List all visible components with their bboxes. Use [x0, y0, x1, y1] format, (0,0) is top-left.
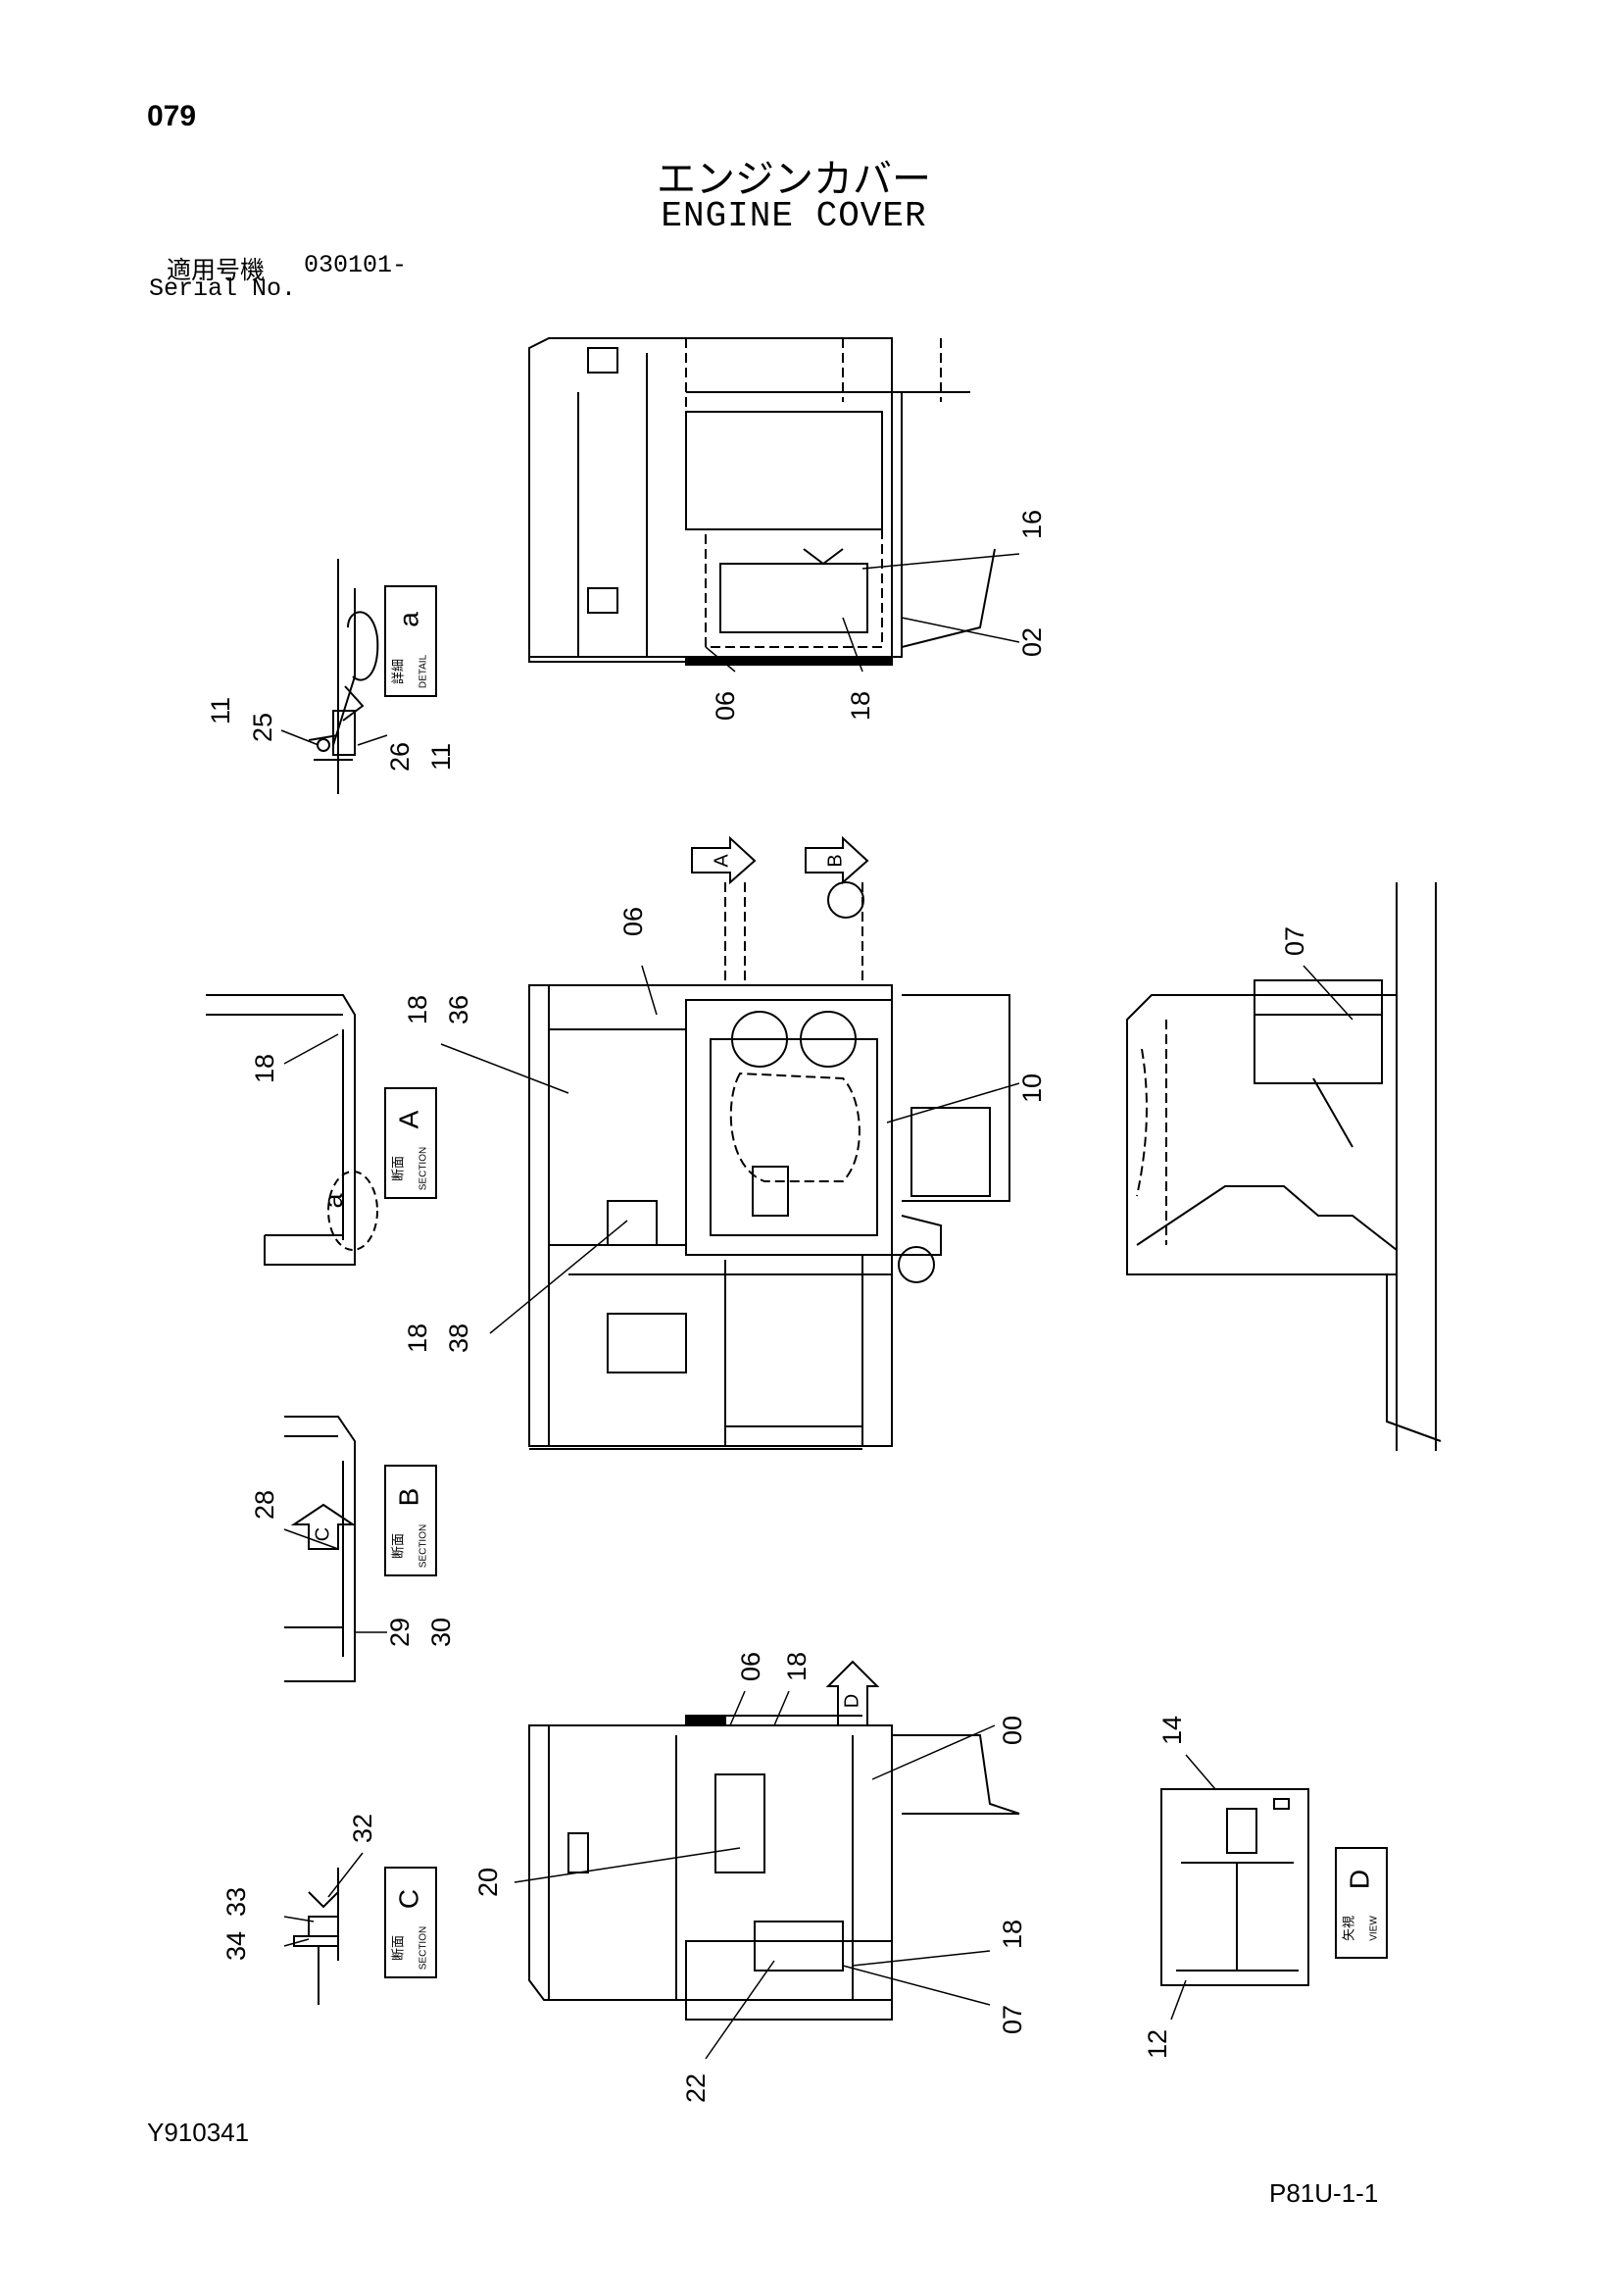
section-c-box-letter: C: [393, 1889, 423, 1909]
section-c-drawing: [293, 1868, 339, 2005]
section-c-box-jp: 断面: [392, 1935, 407, 1961]
title-english: ENGINE COVER: [661, 196, 927, 236]
callout-top-18: 18: [846, 691, 875, 721]
page-number: 079: [147, 100, 197, 132]
section-b-leaders: [283, 1528, 387, 1633]
section-a-box-en: SECTION: [418, 1147, 429, 1190]
callout-right-07: 07: [1280, 926, 1309, 956]
drawing-number: Y910341: [147, 2118, 250, 2147]
callout-section-b-29: 29: [385, 1618, 415, 1647]
callout-bottom-18-top: 18: [782, 1652, 812, 1681]
callout-section-a-a: a: [319, 1193, 348, 1209]
view-d-box-jp: 矢視: [1343, 1916, 1357, 1941]
callout-detail-25: 25: [248, 713, 277, 742]
section-a-box: A SECTION 断面: [384, 1087, 437, 1199]
callout-view-d-12: 12: [1143, 2029, 1172, 2059]
bottom-view-leaders: [514, 1690, 996, 2060]
callout-center-38: 38: [444, 1323, 473, 1353]
detail-a-box-jp: 詳細: [391, 659, 407, 684]
callout-detail-11-left: 11: [206, 697, 235, 724]
callout-section-c-32: 32: [348, 1814, 377, 1843]
serial-code: 030101-: [304, 251, 408, 279]
section-c-leaders: [283, 1852, 364, 1947]
detail-a-drawing: [308, 559, 379, 794]
section-c-box: C SECTION 断面: [384, 1867, 437, 1978]
detail-a-leaders: [280, 729, 388, 746]
callout-bottom-06: 06: [736, 1652, 765, 1681]
callout-detail-26: 26: [385, 742, 415, 772]
title-japanese: エンジンカバー: [657, 157, 931, 202]
page-code: P81U-1-1: [1269, 2178, 1379, 2208]
detail-a-box-letter: a: [393, 612, 423, 627]
callout-top-06: 06: [711, 691, 740, 721]
view-arrow-d: [825, 1660, 880, 1726]
detail-a-box-en: DETAIL: [418, 654, 429, 688]
callout-center-18-top: 18: [403, 995, 432, 1024]
serial-label-english: Serial No.: [149, 275, 297, 303]
bottom-view-drawing: [528, 1715, 1020, 2021]
callout-center-18-bottom: 18: [403, 1323, 432, 1353]
callout-top-02: 02: [1017, 627, 1047, 657]
top-view-leaders: [705, 553, 1020, 673]
arrow-a-letter: A: [711, 854, 732, 868]
arrow-c-letter: C: [312, 1527, 333, 1541]
section-a-box-letter: A: [393, 1110, 423, 1128]
view-d-leaders: [1170, 1754, 1216, 2021]
callout-center-06: 06: [618, 907, 648, 936]
right-view-leaders: [1303, 965, 1353, 1021]
view-d-box-en: VIEW: [1369, 1916, 1380, 1941]
callout-center-36: 36: [444, 995, 473, 1024]
callout-section-b-28: 28: [250, 1490, 279, 1520]
callout-bottom-18-bottom: 18: [998, 1920, 1027, 1949]
section-b-box-letter: B: [393, 1488, 423, 1507]
serial-label-japanese: 適用号機: [167, 256, 266, 284]
section-a-drawing: [206, 994, 378, 1266]
section-a-box-jp: 断面: [392, 1156, 407, 1181]
callout-view-d-14: 14: [1157, 1716, 1187, 1745]
section-b-box-jp: 断面: [392, 1533, 407, 1559]
callout-center-10: 10: [1017, 1073, 1047, 1103]
callout-section-b-30: 30: [426, 1618, 456, 1647]
section-b-box: B SECTION 断面: [384, 1465, 437, 1576]
view-arrow-a: [691, 835, 757, 885]
arrow-d-letter: D: [841, 1694, 862, 1708]
center-view-leaders: [440, 965, 1020, 1334]
detail-a-box: a DETAIL 詳細: [384, 585, 437, 697]
callout-bottom-00: 00: [998, 1716, 1027, 1745]
center-view-drawing: [528, 882, 1010, 1450]
locator-circle: [827, 881, 864, 919]
callout-bottom-20: 20: [473, 1868, 503, 1897]
section-b-box-en: SECTION: [418, 1524, 429, 1568]
top-view-drawing: [528, 337, 996, 666]
view-d-box-letter: D: [1344, 1870, 1374, 1889]
callout-detail-11-right: 11: [426, 743, 456, 771]
view-d-box: D VIEW 矢視: [1335, 1847, 1388, 1959]
callout-section-c-33: 33: [221, 1887, 251, 1917]
callout-section-a-18: 18: [250, 1054, 279, 1083]
callout-bottom-07: 07: [998, 2005, 1027, 2034]
section-c-box-en: SECTION: [418, 1926, 429, 1970]
callout-bottom-22: 22: [681, 2073, 711, 2103]
right-view-drawing: [1126, 882, 1442, 1451]
section-b-drawing: [284, 1416, 357, 1682]
callout-top-16: 16: [1017, 510, 1047, 539]
view-d-drawing: [1160, 1788, 1309, 1986]
arrow-b-letter: B: [824, 854, 846, 867]
view-arrow-b: [805, 835, 869, 885]
section-a-leaders: [283, 1033, 339, 1065]
callout-section-c-34: 34: [221, 1931, 251, 1961]
